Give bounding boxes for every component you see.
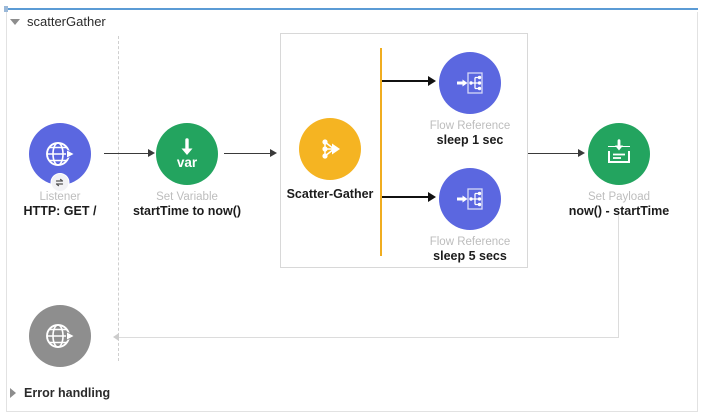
source-separator-line [118, 36, 119, 361]
flow-reference-2-icon-circle[interactable] [439, 168, 501, 230]
connector-arrow-3 [578, 148, 585, 157]
svg-text:var: var [177, 155, 198, 170]
node-listener[interactable]: Listener HTTP: GET / [0, 123, 130, 219]
return-path-horizontal [118, 337, 618, 338]
error-handling-label: Error handling [24, 386, 111, 400]
return-path-arrow [113, 333, 119, 341]
triangle-right-icon[interactable] [10, 388, 16, 398]
connector-setvariable-to-scattergather [224, 153, 272, 154]
set-payload-type-label: Set Payload [587, 191, 650, 203]
node-set-payload[interactable]: Set Payload now() - startTime [549, 123, 689, 219]
flow-reference-2-config-label: sleep 5 secs [433, 249, 507, 263]
triangle-down-icon[interactable] [10, 18, 20, 25]
listener-config-label: HTTP: GET / [23, 204, 97, 218]
flow-name-label: scatterGather [27, 14, 106, 29]
connector-arrow-1 [148, 148, 155, 157]
set-variable-type-label: Set Variable [156, 191, 218, 203]
set-payload-icon-circle[interactable] [588, 123, 650, 185]
node-error-listener[interactable] [0, 305, 130, 367]
flow-reference-2-type-label: Flow Reference [429, 236, 511, 248]
flow-header[interactable]: scatterGather [10, 14, 106, 29]
node-flow-reference-1[interactable]: Flow Reference sleep 1 sec [400, 52, 540, 148]
connector-arrow-2 [270, 148, 277, 157]
connector-branch-2 [382, 196, 432, 198]
listener-type-label: Listener [39, 191, 81, 203]
error-listener-icon-circle[interactable] [29, 305, 91, 367]
flow-reference-1-type-label: Flow Reference [429, 120, 511, 132]
http-connector-badge-icon [50, 173, 70, 192]
var-down-arrow-icon: var [177, 138, 198, 170]
error-handling-section-header[interactable]: Error handling [10, 386, 110, 400]
flow-reference-icon [457, 188, 483, 210]
set-variable-config-label: startTime to now() [132, 204, 242, 218]
globe-arrow-icon [46, 324, 75, 348]
connector-branch-arrow-2 [428, 191, 436, 202]
connector-scattergather-to-setpayload [528, 153, 580, 154]
node-set-variable[interactable]: var Set Variable startTime to now() [117, 123, 257, 219]
top-rule-cap [4, 6, 8, 12]
flow-reference-1-icon-circle[interactable] [439, 52, 501, 114]
return-path-vertical [618, 215, 619, 338]
flow-reference-icon [457, 72, 483, 94]
scatter-gather-icon [322, 139, 340, 159]
scatter-gather-config-label: Scatter-Gather [286, 187, 374, 201]
node-flow-reference-2[interactable]: Flow Reference sleep 5 secs [400, 168, 540, 264]
scatter-gather-icon-circle[interactable] [299, 118, 361, 180]
top-rule-divider [6, 8, 698, 10]
listener-icon-circle[interactable] [29, 123, 91, 192]
connector-branch-arrow-1 [428, 75, 436, 86]
globe-arrow-icon [46, 142, 75, 166]
set-variable-icon-circle[interactable]: var [156, 123, 218, 185]
set-payload-icon [608, 139, 630, 163]
set-payload-config-label: now() - startTime [568, 204, 670, 218]
flow-reference-1-config-label: sleep 1 sec [436, 133, 504, 147]
node-scatter-gather[interactable]: Scatter-Gather [260, 118, 400, 202]
connector-branch-1 [382, 80, 432, 82]
scatter-gather-route-bar [380, 48, 382, 256]
connector-listener-to-setvariable [104, 153, 150, 154]
